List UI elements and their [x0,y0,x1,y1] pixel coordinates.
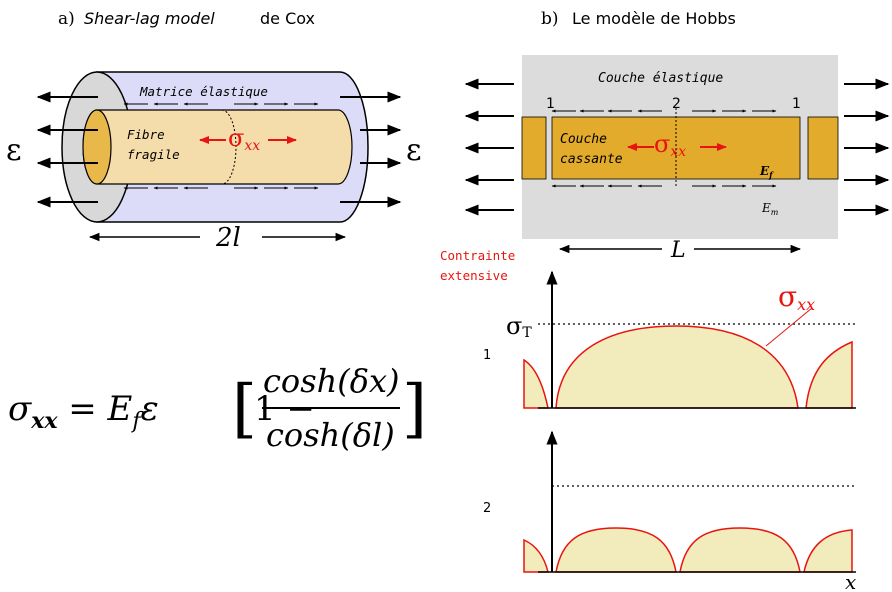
curve-label: σxx [778,280,815,314]
profile-2: 2 x [483,430,856,592]
panel-a-tag: a) [58,9,75,29]
hobbs-block: Couche élastique 1 2 1 Couche cassante σ… [521,55,839,239]
stage-1-label: 1 [483,348,491,363]
profile-1-segment-right [805,340,853,409]
panel-a-title-italic: Shear-lag model [84,9,215,28]
formula-numerator: cosh(δx) [263,362,400,400]
marker-1-right: 1 [792,96,801,112]
panel-a-title-rest: de Cox [260,9,315,28]
brittle-layer-line1: Couche [560,132,607,147]
strain-left: ε [6,133,22,168]
cox-cylinder: Matrice élastique Fibre fragile σxx [61,71,369,223]
fiber-label-line2: fragile [127,147,180,162]
cox-load-arrows [36,91,402,208]
strain-right: ε [406,133,422,168]
fiber-mid-section [221,109,237,185]
ylabel-line2: extensive [440,268,508,283]
hobbs-sigma: σxx [654,130,686,160]
matrix-label: Matrice élastique [139,84,268,99]
ylabel-line1: Contrainte [440,248,515,263]
cox-formula: σxx = Efε [ 1 − cosh(δx) cosh(δl) ] [8,362,427,454]
profile-2-segment-2 [555,527,677,573]
fiber-label-line1: Fibre [127,127,165,142]
length-L: L [670,238,686,263]
svg-text:σxx = Efε: σxx = Efε [8,389,159,434]
length-2l: 2l [215,223,241,253]
panel-b-title: Le modèle de Hobbs [572,9,736,28]
profile-2-segment-4 [803,529,853,573]
brittle-segment-left [521,116,547,180]
fiber-end-face [82,109,112,185]
profile-2-segment-1 [523,538,549,573]
brittle-layer-line2: cassante [560,152,623,167]
marker-2: 2 [672,96,681,112]
hobbs-load-arrows [464,78,890,216]
profile-1-segment-left [523,358,549,409]
curve-label-leader [765,307,813,347]
elastic-layer-label: Couche élastique [598,71,723,86]
panel-a-title: a) Shear-lag model de Cox [58,9,315,29]
svg-text:]: ] [402,372,427,446]
threshold-label: σT [506,312,532,341]
marker-1-left: 1 [546,96,555,112]
formula-denominator: cosh(δl) [266,416,395,454]
ef-label: Ef [759,164,774,180]
profile-1: σT σxx 1 [483,270,856,409]
brittle-segment-right [807,116,839,180]
stage-2-label: 2 [483,501,491,516]
em-label: Em [761,201,779,217]
fiber-sigma: σxx [228,124,260,154]
x-axis-label: x [845,570,856,592]
profile-1-segment-main [555,325,799,409]
profile-2-segment-3 [679,527,801,573]
panel-b-tag: b) [541,9,559,29]
fiber-body [96,109,353,185]
svg-text:[: [ [232,372,257,446]
